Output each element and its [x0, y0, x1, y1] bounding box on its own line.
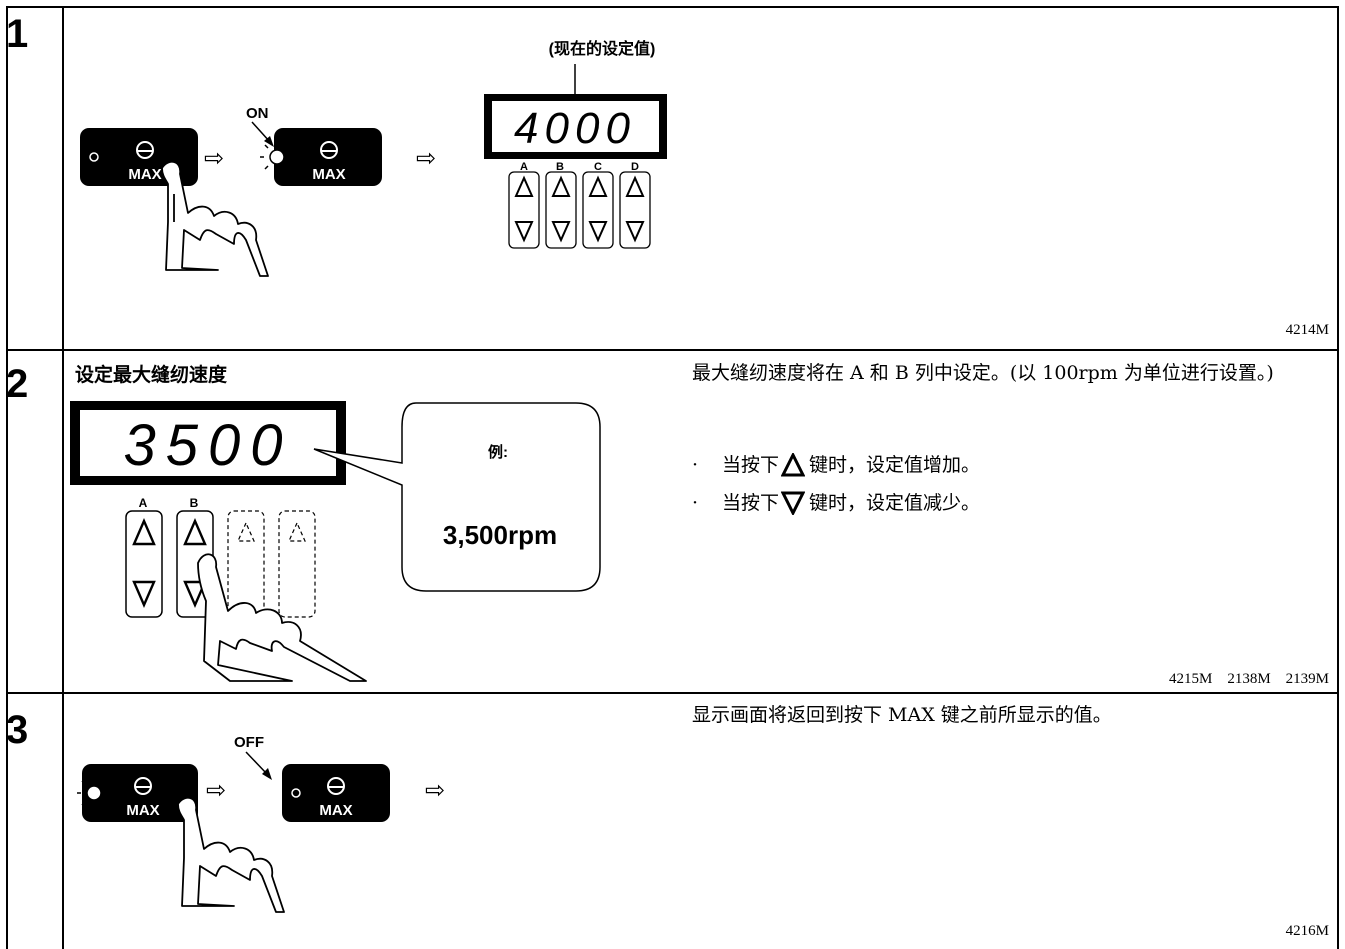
max-key-on: MAX [260, 128, 382, 186]
frame-right [1337, 6, 1339, 949]
bullet-dot: · [692, 492, 699, 514]
seven-segment-display-1: 4000 [484, 94, 667, 159]
step-1-illustration: (现在的设定值) MAX ⇨ ON [80, 39, 667, 277]
pressing-hand-2 [197, 553, 367, 682]
bullet-dot: · [692, 454, 699, 476]
down-triangle-icon [781, 491, 806, 515]
bullet-item-decrease: · 当按下 键时，设定值减少。 [692, 484, 980, 522]
frame-left [6, 6, 8, 949]
step-2-illustration: 3500 例: 3,500rpm A B [70, 401, 601, 682]
column-keys-2: A B [125, 496, 316, 618]
arrow-right-icon: ⇨ [416, 145, 436, 172]
callout-value: 3,500rpm [443, 520, 557, 550]
arrow-right-icon: ⇨ [425, 777, 445, 804]
callout-title: 例: [488, 443, 508, 461]
current-value-annotation: (现在的设定值) [549, 39, 656, 58]
row-divider-1 [6, 349, 1339, 351]
example-callout: 例: 3,500rpm [313, 402, 601, 592]
step-3-description: 显示画面将返回到按下 MAX 键之前所显示的值。 [692, 704, 1112, 726]
figure-codes-3: 4216M [1285, 923, 1329, 939]
svg-text:C: C [594, 161, 602, 173]
off-label: OFF [234, 734, 264, 751]
svg-text:MAX: MAX [126, 802, 159, 819]
step-number-2: 2 [6, 362, 29, 406]
svg-text:B: B [556, 161, 564, 173]
step-2-description: 最大缝纫速度将在 A 和 B 列中设定。(以 100rpm 为单位进行设置。) [692, 362, 1274, 384]
figure-codes-1: 4214M [1285, 322, 1329, 338]
max-key-off: MAX [282, 764, 390, 822]
arrow-right-icon: ⇨ [204, 145, 224, 172]
svg-text:A: A [520, 161, 528, 173]
svg-text:4000: 4000 [514, 104, 636, 153]
column-keys-1: A B C D [508, 161, 651, 249]
figure-codes-2: 4215M 2138M 2139M [1168, 671, 1329, 687]
svg-text:3500: 3500 [123, 413, 292, 478]
max-key-on: MAX [77, 764, 198, 822]
svg-text:B: B [190, 496, 199, 510]
step-2-bullet-list: · 当按下 键时，设定值增加。 · 当按下 键时，设定值减少。 [692, 446, 980, 522]
pressing-hand-3 [177, 796, 285, 913]
svg-text:MAX: MAX [312, 166, 345, 183]
step-2-heading: 设定最大缝纫速度 [75, 364, 228, 386]
arrow-right-icon: ⇨ [206, 777, 226, 804]
bullet-suffix: 键时，设定值增加。 [809, 454, 981, 476]
seven-segment-display-2: 3500 [70, 401, 346, 485]
bullet-item-increase: · 当按下 键时，设定值增加。 [692, 446, 980, 484]
step-number-1: 1 [6, 12, 29, 56]
row-divider-2 [6, 692, 1339, 694]
bullet-prefix: 当按下 [722, 492, 780, 514]
svg-text:MAX: MAX [319, 802, 352, 819]
bullet-suffix: 键时，设定值减少。 [809, 492, 981, 514]
step-3-illustration: OFF MAX ⇨ MAX ⇨ [77, 734, 445, 913]
frame-top [6, 6, 1339, 8]
up-triangle-icon [781, 453, 806, 477]
column-divider [62, 6, 64, 949]
svg-text:D: D [631, 161, 639, 173]
bullet-prefix: 当按下 [722, 454, 780, 476]
on-label: ON [246, 105, 269, 122]
pressing-hand-1 [161, 160, 269, 277]
svg-text:MAX: MAX [128, 166, 161, 183]
step-number-3: 3 [6, 708, 29, 752]
svg-text:A: A [139, 496, 148, 510]
